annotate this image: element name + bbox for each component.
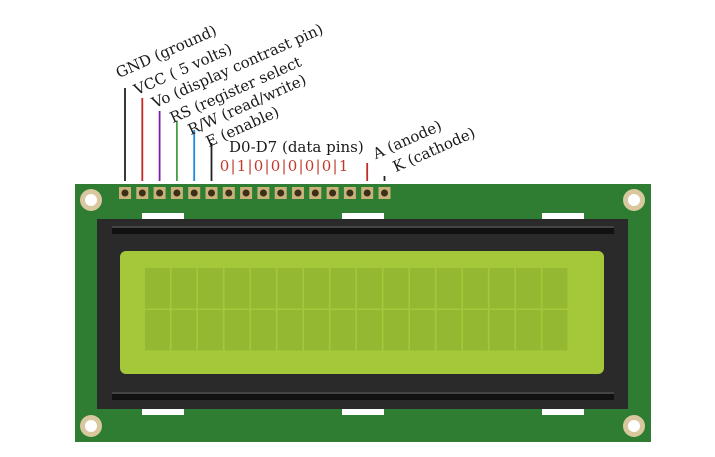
data-bit: 1 <box>338 157 349 175</box>
header-pin <box>361 187 374 199</box>
lcd-cell <box>383 268 409 309</box>
mount-hole-br <box>623 415 645 437</box>
lcd-cell <box>516 310 541 351</box>
lcd-cell <box>171 310 197 351</box>
lcd-cell <box>357 310 382 351</box>
header-pin <box>222 187 235 199</box>
lcd-cell <box>489 310 515 351</box>
lcd-cell <box>357 268 382 309</box>
data-bit: 1 <box>236 157 247 175</box>
header-pin <box>274 187 287 199</box>
lcd-cell <box>330 268 356 309</box>
lcd-cell <box>436 310 462 351</box>
pin-wires <box>124 88 386 181</box>
header-pin <box>188 187 201 199</box>
header-pin <box>257 187 270 199</box>
lcd-cell <box>171 268 197 309</box>
data-bit: 0 <box>253 157 264 175</box>
lcd-cell <box>330 310 356 351</box>
lcd-cell <box>542 310 568 351</box>
bit-separator: | <box>264 157 270 175</box>
bit-separator: | <box>247 157 253 175</box>
lcd-cell <box>489 268 515 309</box>
lcd-cell <box>198 310 223 351</box>
lcd-cell <box>410 310 435 351</box>
lcd-cell <box>251 268 276 309</box>
bit-separator: | <box>230 157 236 175</box>
data-bit: 0 <box>287 157 298 175</box>
header-pin <box>240 187 253 199</box>
lcd-cell <box>224 310 250 351</box>
header-pin <box>153 187 166 199</box>
lcd-cell <box>463 268 488 309</box>
header-pin <box>326 187 339 199</box>
data-bit: 0 <box>219 157 230 175</box>
lcd-character-grid <box>145 268 568 351</box>
bit-separator: | <box>298 157 304 175</box>
lcd-cell <box>277 310 303 351</box>
header-pin <box>136 187 149 199</box>
data-bit: 0 <box>321 157 332 175</box>
lcd-cell <box>463 310 488 351</box>
pin-header <box>119 187 391 199</box>
data-bits: 0|1|0|0|0|0|0|1 <box>219 157 349 175</box>
mount-hole-tr <box>623 189 645 211</box>
lcd-cell <box>304 310 329 351</box>
bit-separator: | <box>332 157 338 175</box>
lcd-cell <box>277 268 303 309</box>
lcd-cell <box>516 268 541 309</box>
lcd-cell <box>410 268 435 309</box>
header-pin <box>378 187 391 199</box>
bit-separator: | <box>315 157 321 175</box>
header-pin <box>170 187 183 199</box>
lcd-cell <box>383 310 409 351</box>
lcd-cell <box>542 268 568 309</box>
header-pin <box>292 187 304 199</box>
lcd-cell <box>198 268 223 309</box>
header-pin <box>309 187 322 199</box>
lcd-cell <box>251 310 276 351</box>
bit-separator: | <box>281 157 287 175</box>
lcd-cell <box>436 268 462 309</box>
data-bit: 0 <box>304 157 315 175</box>
mount-hole-bl <box>80 415 102 437</box>
lcd-cell <box>224 268 250 309</box>
data-bit: 0 <box>270 157 281 175</box>
mount-hole-tl <box>80 189 102 211</box>
lcd-cell <box>145 268 170 309</box>
header-pin <box>205 187 218 199</box>
lcd-cell <box>304 268 329 309</box>
header-pin <box>343 187 356 199</box>
label-data-pins: D0-D7 (data pins) <box>229 138 364 156</box>
lcd-cell <box>145 310 170 351</box>
header-pin <box>119 187 131 199</box>
